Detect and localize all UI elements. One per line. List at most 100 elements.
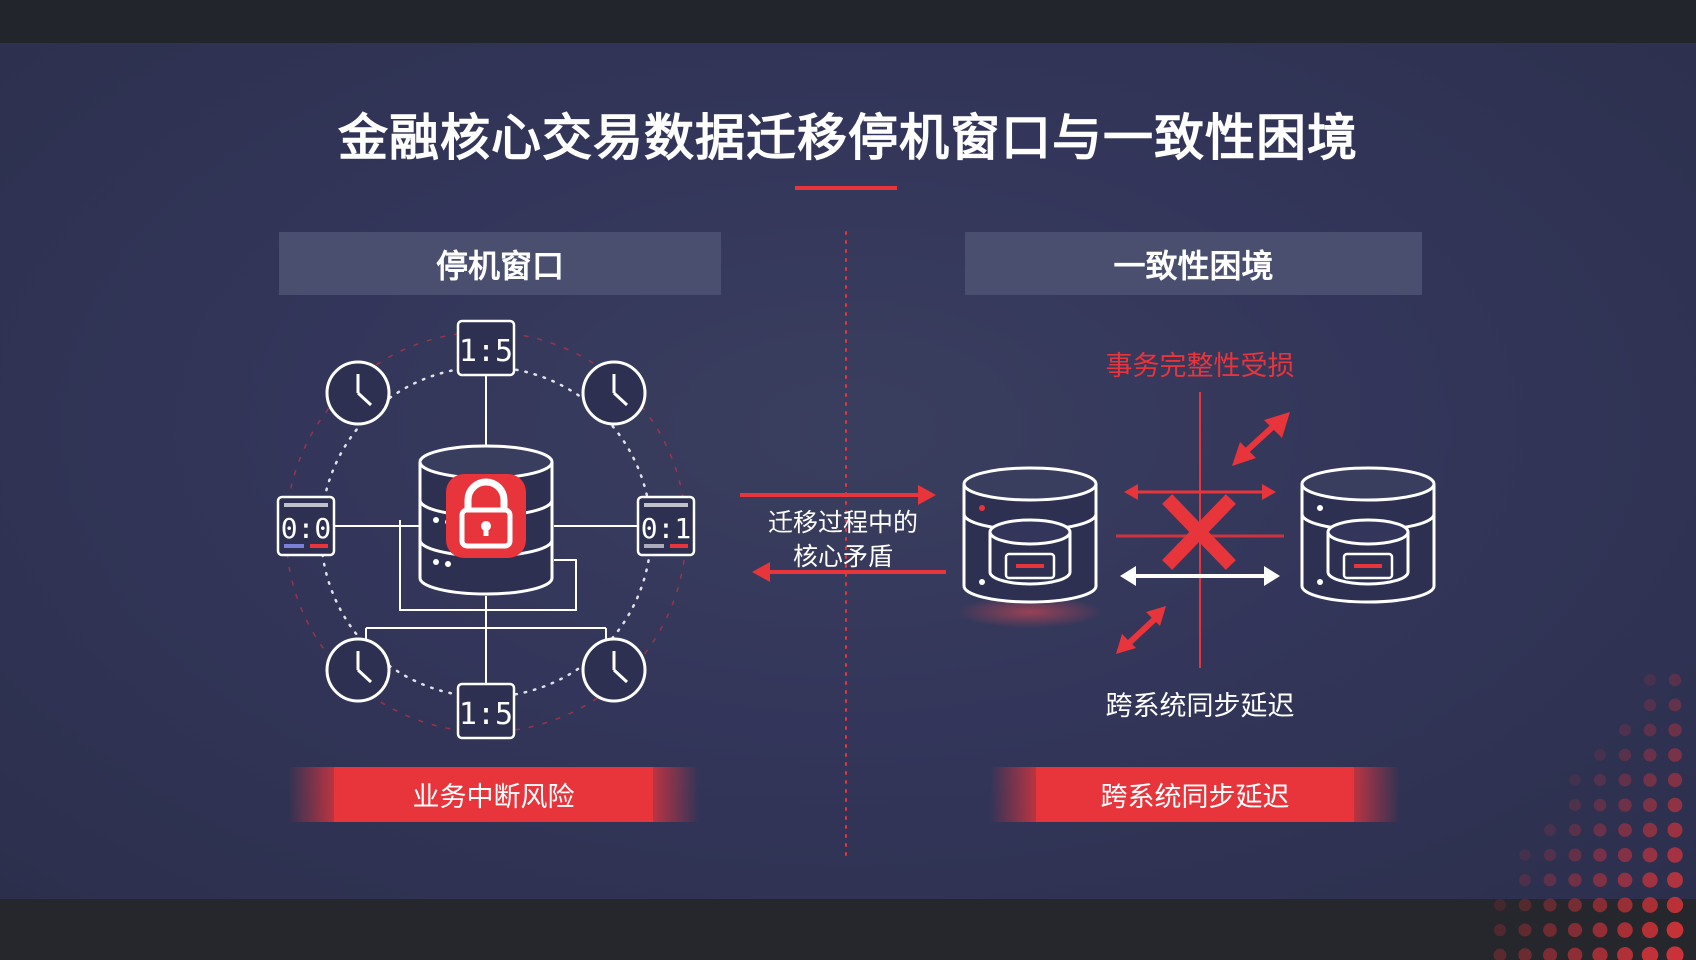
page-title: 金融核心交易数据迁移停机窗口与一致性困境 — [338, 109, 1358, 167]
center-arrows — [740, 485, 946, 582]
right-bottom-caption: 跨系统同步延迟 — [1105, 691, 1295, 722]
decorative-dot — [1668, 748, 1682, 762]
decorative-dot — [1642, 897, 1658, 913]
decorative-dot — [1667, 872, 1683, 888]
decorative-dot — [1667, 847, 1683, 863]
decorative-dot — [1568, 798, 1582, 812]
arrow-icon — [1116, 606, 1166, 654]
timer-icon: 1:5 — [456, 682, 516, 740]
decorative-dot — [1592, 872, 1608, 888]
database-icon — [1300, 466, 1436, 604]
clock-icon — [325, 360, 391, 426]
decorative-dot — [1667, 822, 1683, 838]
decorative-dot — [1543, 873, 1557, 887]
decorative-dot — [1618, 723, 1632, 737]
decorative-dot — [1518, 873, 1532, 887]
bottom-bar — [0, 899, 1696, 960]
decorative-dot — [1493, 948, 1507, 960]
decorative-dot — [1494, 899, 1506, 911]
decorative-dot — [1668, 698, 1682, 712]
consistency-diagram — [958, 392, 1436, 668]
decorative-dot — [1618, 823, 1632, 837]
decorative-dot — [1617, 872, 1633, 888]
decorative-dot — [1542, 947, 1558, 960]
decorative-dot — [1543, 923, 1557, 937]
decorative-dot — [1593, 773, 1607, 787]
decorative-dot — [1643, 748, 1657, 762]
decorative-dot — [1643, 773, 1657, 787]
timer-icon: 1:5 — [456, 319, 516, 377]
decorative-dot — [1618, 773, 1632, 787]
timer-icon: 0:1 — [636, 495, 696, 557]
decorative-dot — [1641, 946, 1659, 960]
decorative-dot — [1592, 922, 1608, 938]
decorative-dot — [1543, 898, 1557, 912]
decorative-dot — [1592, 947, 1608, 960]
decorative-dot — [1568, 898, 1582, 912]
decorative-dot — [1592, 897, 1608, 913]
decorative-dot — [1544, 824, 1556, 836]
decorative-dot — [1567, 947, 1583, 960]
decorative-dot — [1618, 748, 1632, 762]
decorative-dot — [1666, 921, 1684, 939]
center-text-line1: 迁移过程中的 — [767, 508, 918, 537]
decorative-dot — [1617, 847, 1633, 863]
decorative-dot — [1668, 673, 1682, 687]
decorative-dot — [1594, 749, 1606, 761]
decorative-dot — [1643, 798, 1657, 812]
decorative-dot — [1567, 922, 1583, 938]
decorative-dot — [1667, 772, 1683, 788]
decorative-dot — [1618, 798, 1632, 812]
arrow-icon — [1120, 566, 1280, 586]
decorative-dot — [1543, 848, 1557, 862]
right-label-fade-left — [990, 767, 1036, 822]
right-panel-header: 一致性困境 — [965, 232, 1422, 295]
right-label-fade-right — [1354, 767, 1400, 822]
timer-right-text: 0:1 — [641, 512, 692, 545]
right-risk-label: 跨系统同步延迟 — [1036, 767, 1354, 822]
timer-left-text: 0:0 — [281, 512, 332, 545]
decorative-dot — [1667, 797, 1683, 813]
decorative-dot — [1617, 947, 1633, 960]
left-label-fade-right — [653, 767, 699, 822]
decorative-dot — [1666, 946, 1684, 960]
decorative-dot — [1593, 798, 1607, 812]
right-top-caption: 事务完整性受损 — [1105, 351, 1295, 382]
center-text-line2: 核心矛盾 — [792, 542, 893, 571]
left-label-fade-left — [288, 767, 334, 822]
decorative-dot — [1518, 948, 1532, 960]
timer-bottom-text: 1:5 — [459, 697, 513, 732]
left-risk-label: 业务中断风险 — [334, 767, 653, 822]
arrow-icon — [1232, 412, 1290, 466]
clock-icon — [581, 637, 647, 703]
downtime-diagram: 1:5 1:5 0:0 0:1 — [276, 319, 696, 740]
decorative-dot — [1493, 923, 1507, 937]
decorative-dot — [1568, 823, 1582, 837]
decorative-dot — [1644, 674, 1656, 686]
decorative-dot — [1617, 922, 1633, 938]
timer-top-text: 1:5 — [459, 334, 513, 369]
decorative-dot — [1643, 723, 1657, 737]
decorative-dot — [1642, 822, 1658, 838]
decorative-dot — [1666, 896, 1684, 914]
database-icon — [958, 466, 1102, 628]
decorative-dot — [1569, 774, 1581, 786]
decorative-dot — [1641, 921, 1659, 939]
decorative-dot — [1617, 897, 1633, 913]
clock-icon — [581, 360, 647, 426]
left-panel-header: 停机窗口 — [279, 232, 721, 295]
x-mark-icon — [1162, 494, 1236, 570]
decorative-dots — [1493, 673, 1684, 960]
decorative-dot — [1519, 849, 1531, 861]
decorative-dot — [1643, 698, 1657, 712]
timer-icon: 0:0 — [276, 495, 336, 557]
decorative-dot — [1518, 923, 1532, 937]
clock-icon — [325, 637, 391, 703]
decorative-dot — [1518, 898, 1532, 912]
decorative-dot — [1568, 873, 1582, 887]
decorative-dot — [1568, 848, 1582, 862]
decorative-dot — [1642, 847, 1658, 863]
decorative-dot — [1593, 823, 1607, 837]
decorative-dot — [1593, 848, 1607, 862]
